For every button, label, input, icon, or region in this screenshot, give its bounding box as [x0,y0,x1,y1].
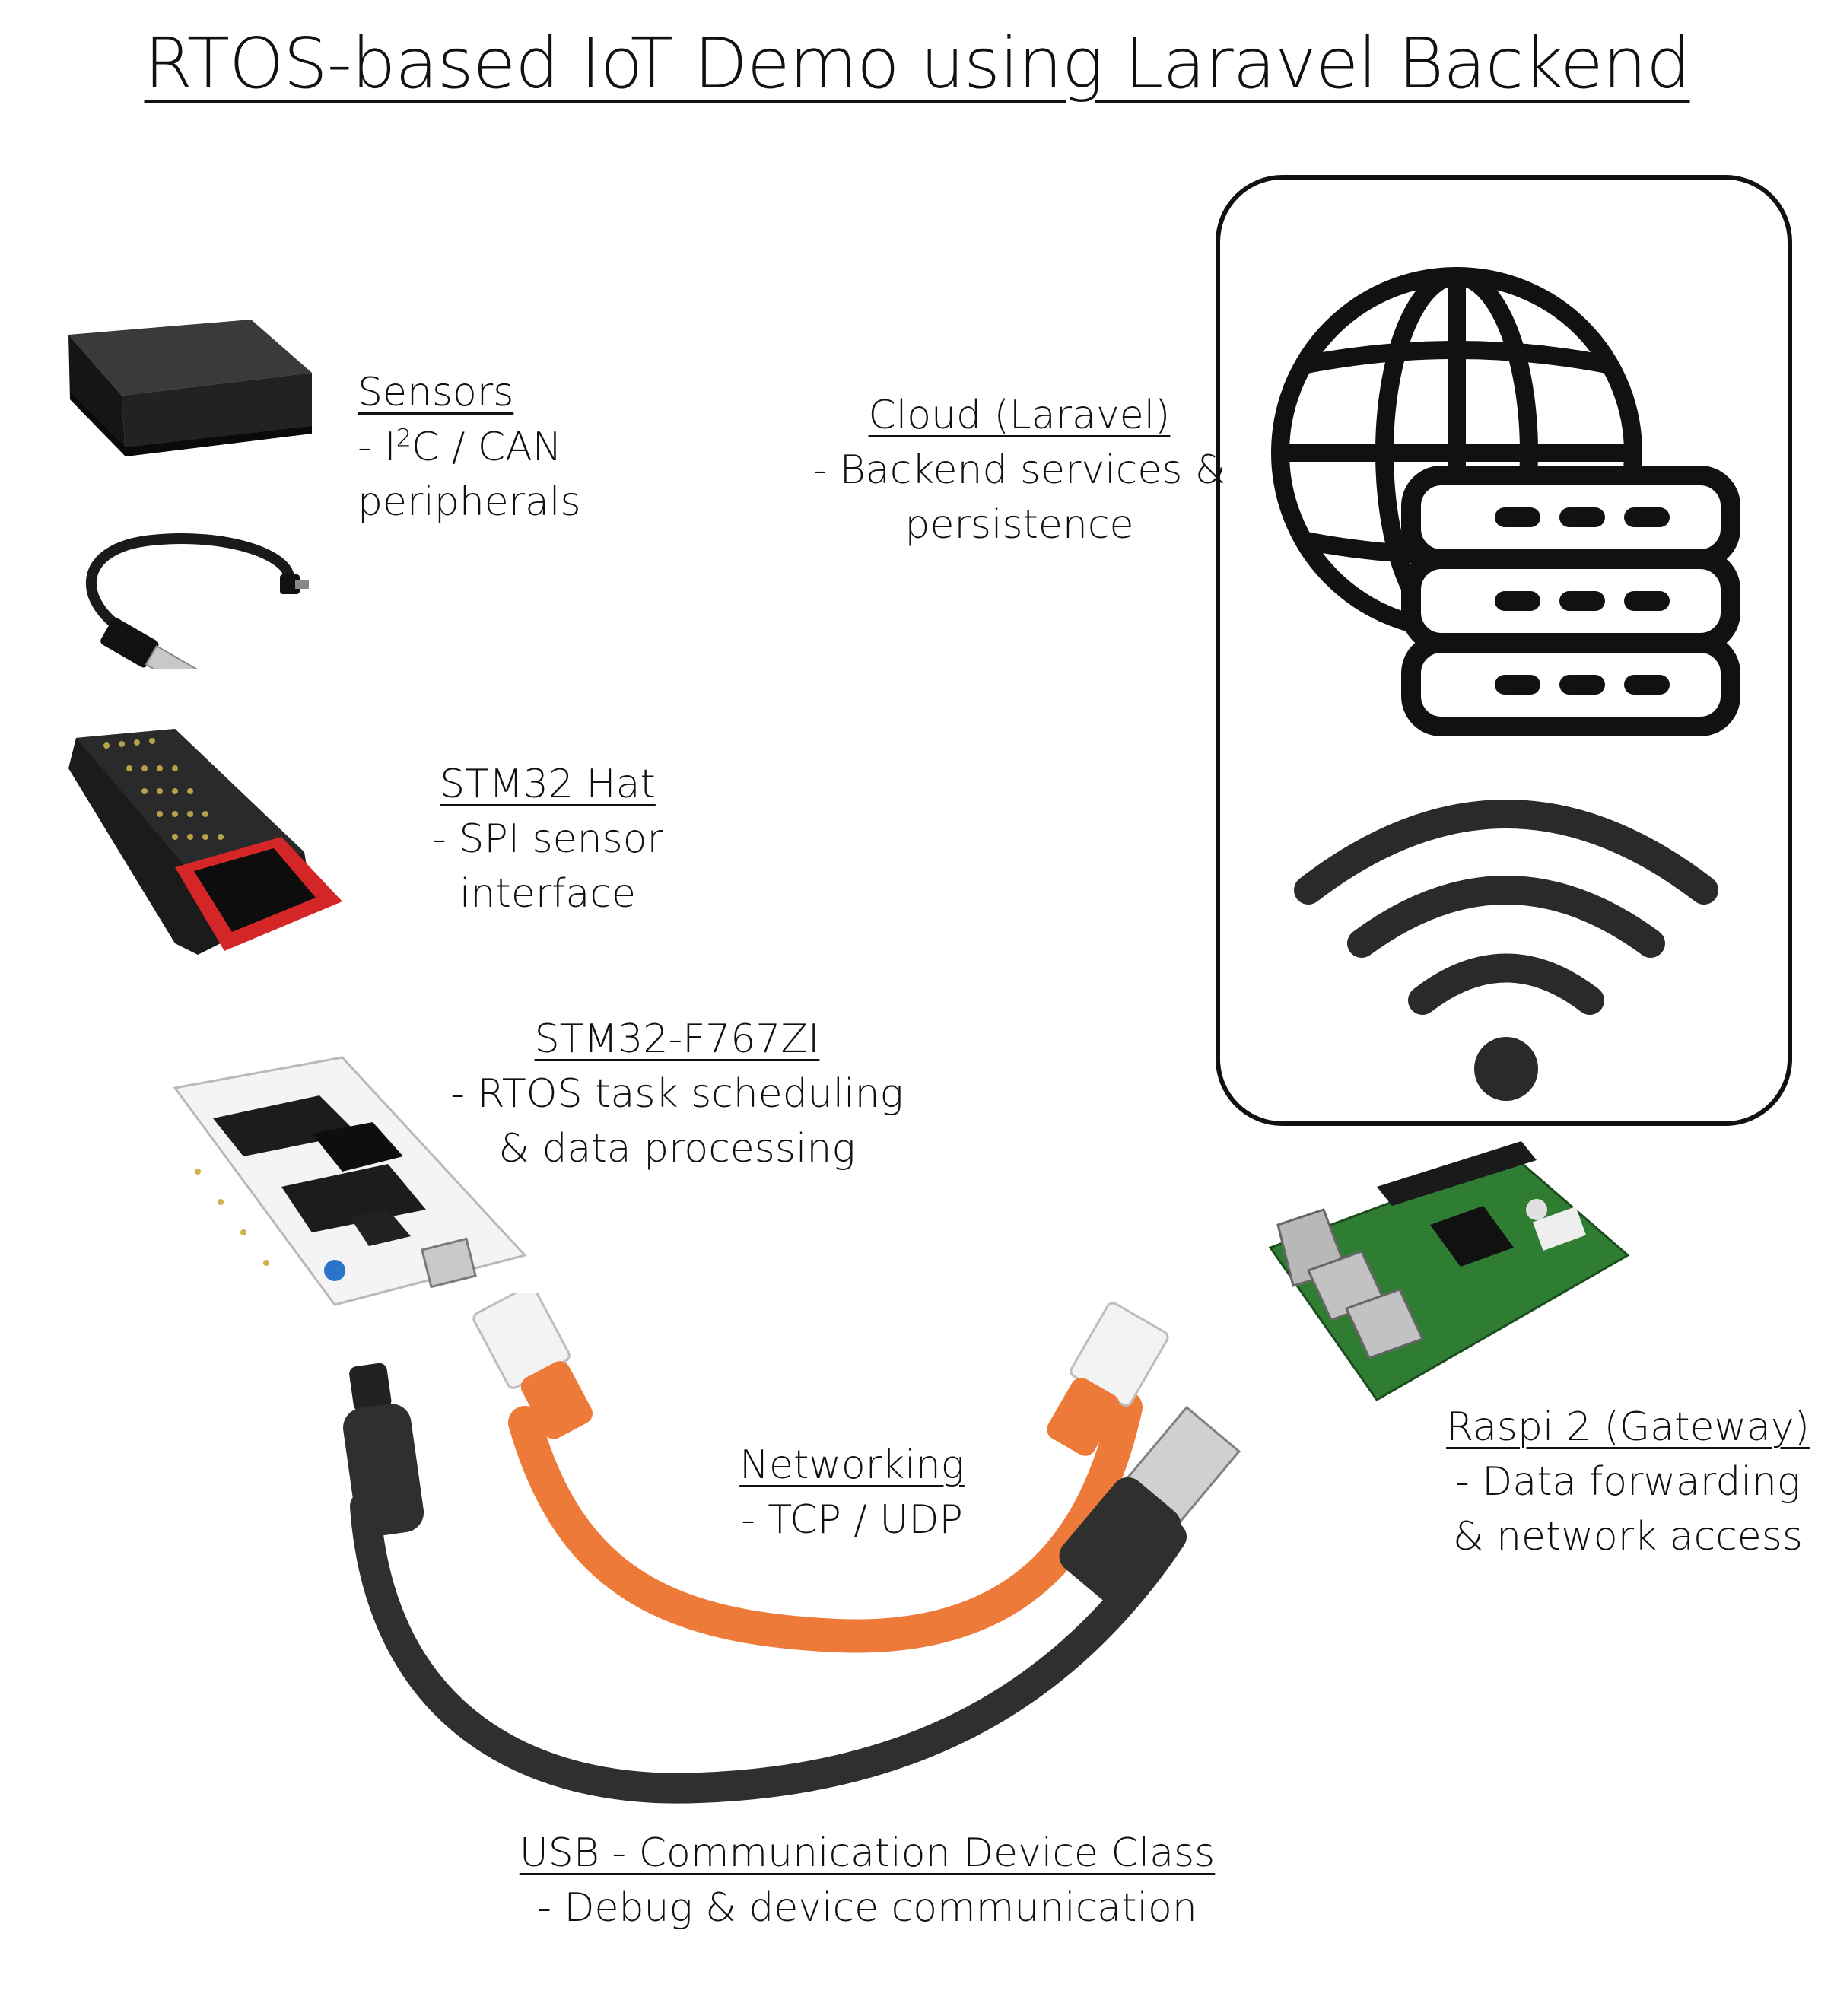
usb-line1: - Debug & device communication [537,1885,1197,1931]
cloud-line1: - Backend services & [812,447,1226,493]
usb-cable-image [343,1363,1241,1804]
mcu-line1: - RTOS task scheduling [450,1071,904,1117]
hat-heading: STM32 Hat [440,762,656,807]
title-text: RTOS-based IoT Demo using Laravel Backen… [144,23,1691,104]
cloud-label: Cloud (Laravel) - Backend services & per… [799,388,1240,552]
wifi-icon [1294,800,1718,1101]
sensors-line1-pre: - I [358,425,396,470]
usb-label: USB - Communication Device Class - Debug… [487,1826,1248,1935]
networking-heading: Networking [739,1442,965,1488]
diagram-title: RTOS-based IoT Demo using Laravel Backen… [0,23,1834,104]
mcu-label: STM32-F767ZI - RTOS task scheduling & da… [449,1012,905,1176]
hat-line1: - SPI sensor interface [432,816,663,917]
globe-server-icon [1271,267,1740,736]
mcu-line2: & data processing [498,1126,856,1172]
sensors-label: Sensors - I2C / CAN peripherals [358,365,581,529]
sensors-line1-post: C / CAN [412,425,562,470]
usb-heading: USB - Communication Device Class [519,1830,1216,1876]
mcu-heading: STM32-F767ZI [534,1016,820,1062]
sensor-usb-cable-image [85,533,309,669]
hat-label: STM32 Hat - SPI sensor interface [350,757,745,921]
gateway-heading: Raspi 2 (Gateway) [1446,1404,1810,1450]
networking-label: Networking - TCP / UDP [700,1438,1004,1547]
gateway-line1: - Data forwarding [1455,1459,1801,1505]
stm32-nucleo-board-image [173,1056,527,1306]
stm32-hat-image [68,729,342,955]
sensors-line2: peripherals [358,479,581,525]
networking-line1: - TCP / UDP [741,1497,963,1543]
cloud-line2: persistence [904,502,1134,548]
sensors-line1-sup: 2 [396,423,412,453]
gateway-line2: & network access [1452,1514,1803,1560]
sensors-line1: - I2C / CAN [358,420,581,475]
cloud-panel [1216,175,1792,1126]
cloud-heading: Cloud (Laravel) [868,393,1171,438]
raspberry-pi-image [1268,1141,1630,1401]
sensors-heading: Sensors [358,370,514,415]
sensor-box-image [68,320,312,456]
gateway-label: Raspi 2 (Gateway) - Data forwarding & ne… [1438,1400,1818,1564]
